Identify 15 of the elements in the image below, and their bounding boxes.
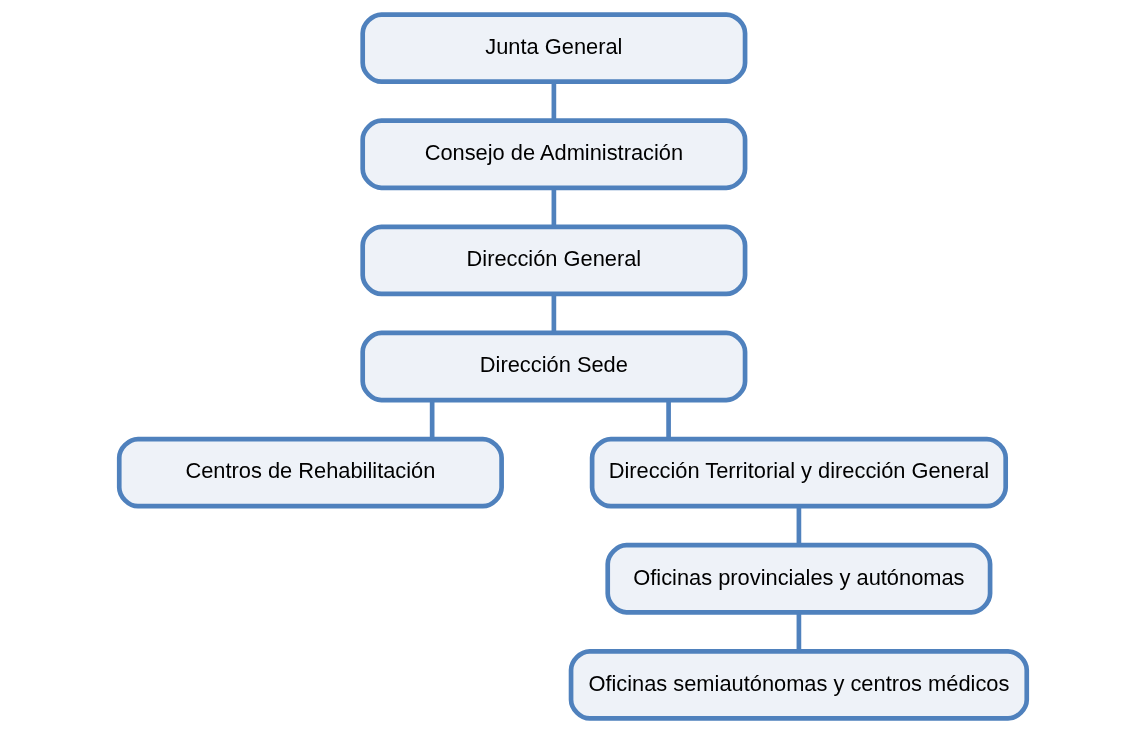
connector <box>429 400 434 439</box>
node-box: Oficinas provinciales y autónomas <box>604 542 992 615</box>
node-box: Consejo de Administración <box>359 118 747 191</box>
node-box: Dirección Sede <box>359 330 747 403</box>
node-box: Junta General <box>359 12 747 85</box>
connector <box>551 187 556 227</box>
node-box: Centros de Rehabilitación <box>116 436 504 509</box>
node-box: Dirección Territorial y dirección General <box>589 436 1008 509</box>
node-box: Oficinas semiautónomas y centros médicos <box>568 649 1029 721</box>
connector <box>665 400 671 439</box>
connector <box>551 293 556 333</box>
node-box: Dirección General <box>359 224 747 297</box>
connector <box>551 81 556 121</box>
connector <box>796 612 801 652</box>
connector <box>796 506 801 545</box>
